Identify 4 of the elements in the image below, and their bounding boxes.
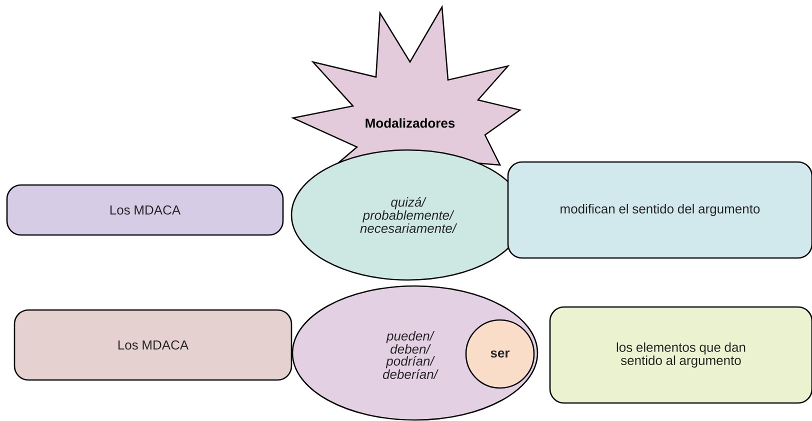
rounded-box: Los MDACA	[6, 184, 284, 236]
rounded-box: modifican el sentido del argumento	[507, 161, 812, 259]
rounded-box: Los MDACA	[14, 309, 292, 381]
rounded-box: los elementos que dan sentido al argumento	[549, 306, 812, 404]
